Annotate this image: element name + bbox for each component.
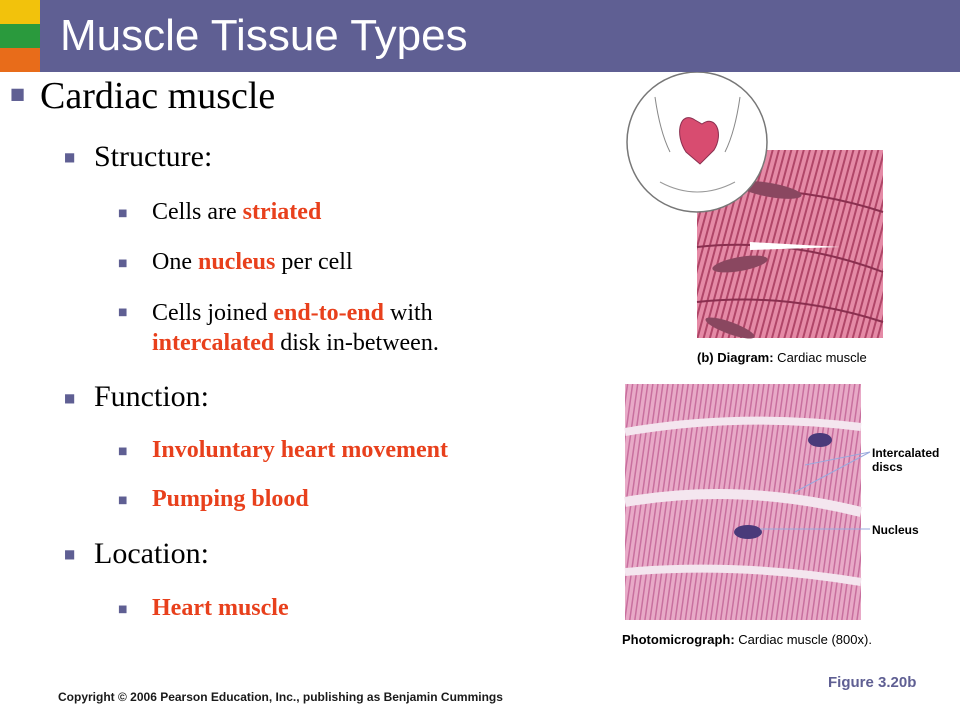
intercalated-discs-label: Intercalated discs	[872, 446, 940, 474]
bullet-icon: ■	[118, 446, 128, 457]
location-label: Location:	[94, 537, 209, 570]
nucleus-label: Nucleus	[872, 523, 919, 537]
diagram-illustration	[626, 72, 884, 339]
structure-label: Structure:	[94, 140, 213, 173]
photomicrograph-image	[624, 384, 871, 620]
bullet-icon: ■	[118, 258, 128, 269]
green-square	[0, 24, 40, 48]
heading-cardiac: Cardiac muscle	[40, 75, 276, 117]
bullet-icon: ■	[64, 391, 76, 405]
figure-reference: Figure 3.20b	[828, 674, 917, 691]
function-label: Function:	[94, 380, 210, 413]
diagram-caption: (b) Diagram: Cardiac muscle	[697, 350, 867, 365]
bullet-icon: ■	[118, 495, 128, 506]
location-item-1: Heart muscle	[152, 595, 289, 621]
title-bar	[0, 0, 960, 72]
function-item-2: Pumping blood	[152, 486, 309, 512]
function-item-1: Involuntary heart movement	[152, 437, 448, 463]
slide-title: Muscle Tissue Types	[60, 11, 468, 60]
bullet-icon: ■	[118, 307, 128, 318]
photo-caption: Photomicrograph: Cardiac muscle (800x).	[622, 632, 872, 647]
bullet-icon: ■	[64, 547, 76, 561]
structure-item-2: One nucleus per cell	[152, 249, 353, 275]
yellow-square	[0, 0, 40, 24]
copyright-footer: Copyright © 2006 Pearson Education, Inc.…	[58, 690, 503, 704]
structure-item-1: Cells are striated	[152, 199, 322, 225]
bullet-icon: ■	[118, 208, 128, 219]
bullet-icon: ■	[64, 150, 76, 164]
cardiac-figure	[624, 72, 884, 620]
orange-square	[0, 48, 40, 72]
bullet-icon: ■	[118, 604, 128, 615]
bullet-icon: ■	[10, 84, 26, 103]
